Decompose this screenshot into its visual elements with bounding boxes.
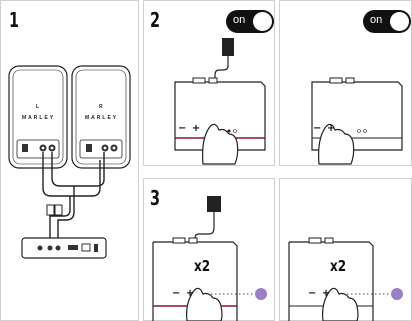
step-number-1: 1 bbox=[9, 8, 20, 32]
pairing-drawing-2 bbox=[288, 237, 403, 321]
speakers-drawing bbox=[8, 65, 131, 259]
step-number-3: 3 bbox=[150, 186, 161, 210]
press-twice-label-2: x2 bbox=[330, 257, 347, 275]
step-number-2: 2 bbox=[150, 8, 161, 32]
right-channel-label: R bbox=[99, 104, 105, 110]
minus-label-4: − bbox=[308, 288, 318, 299]
power-toggle-1: on bbox=[226, 10, 274, 33]
minus-plus-controls-2: − + bbox=[313, 123, 336, 134]
minus-plus-controls-4: − + bbox=[308, 288, 331, 299]
pairing-drawing bbox=[152, 196, 267, 321]
toggle-label-2: on bbox=[370, 14, 383, 26]
toggle-knob-2 bbox=[390, 12, 409, 31]
toggle-label: on bbox=[233, 14, 246, 26]
left-channel-label: L bbox=[36, 104, 42, 110]
minus-plus-controls-1: − + bbox=[178, 123, 201, 134]
minus-label-3: − bbox=[172, 288, 182, 299]
minus-label: − bbox=[178, 123, 188, 134]
power-toggle-2: on bbox=[363, 10, 411, 33]
press-twice-label-1: x2 bbox=[194, 257, 211, 275]
plus-label: + bbox=[191, 123, 202, 134]
minus-label-2: − bbox=[313, 123, 323, 134]
minus-plus-controls-3: − + bbox=[172, 288, 195, 299]
plus-label-4: + bbox=[321, 288, 332, 299]
toggle-knob bbox=[253, 12, 272, 31]
right-brand-label: MARLEY bbox=[85, 115, 119, 121]
power-on-drawing-2 bbox=[311, 77, 403, 165]
left-brand-label: MARLEY bbox=[22, 115, 56, 121]
plus-label-2: + bbox=[326, 123, 337, 134]
power-on-drawing bbox=[174, 38, 266, 165]
plus-label-3: + bbox=[185, 288, 196, 299]
